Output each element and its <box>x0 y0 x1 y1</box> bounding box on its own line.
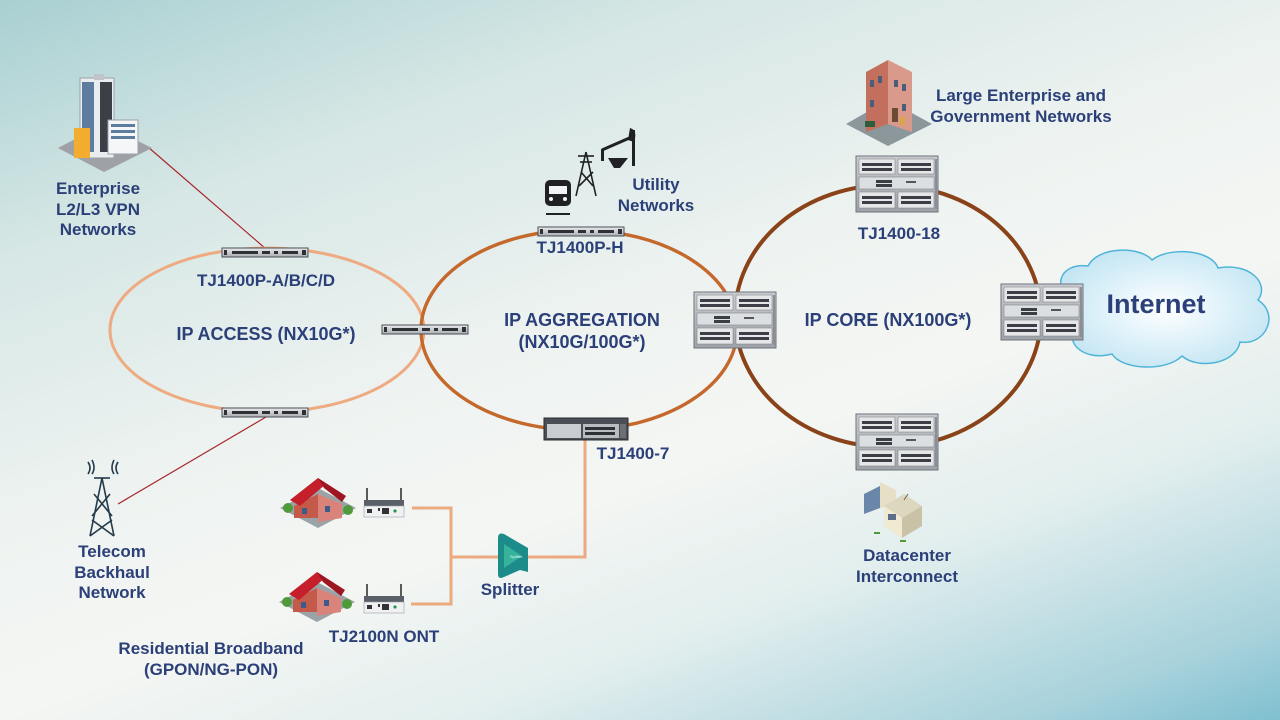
tj1400p-abcd-device-top[interactable] <box>221 247 309 258</box>
telecom-link <box>117 416 267 505</box>
tj1400p-access-device-right[interactable] <box>381 324 469 335</box>
aggregation-core-chassis[interactable] <box>693 291 777 349</box>
tj1400-18-device[interactable] <box>855 155 939 213</box>
internet-cloud <box>1060 249 1270 368</box>
residential-broadband-label: Residential Broadband (GPON/NG-PON) <box>118 639 304 679</box>
telecom-tower-icon <box>87 459 119 537</box>
tj1400p-h-label: TJ1400P-H <box>536 238 624 257</box>
transmission-tower-icon <box>575 151 597 197</box>
tj1400-7-label: TJ1400-7 <box>596 444 670 463</box>
internet-gateway-chassis[interactable] <box>1000 283 1084 341</box>
ont-device-top[interactable] <box>363 487 405 518</box>
datacenter-interconnect-label: Datacenter Interconnect <box>855 546 959 586</box>
oil-pumpjack-icon <box>601 128 636 168</box>
house-icon <box>279 572 355 622</box>
datacenter-icon <box>864 482 922 542</box>
enterprise-vpn-label: Enterprise L2/L3 VPN Networks <box>55 179 141 240</box>
splitter-label: Splitter <box>480 580 540 599</box>
internet-label: Internet <box>1106 289 1206 319</box>
enterprise-link <box>147 146 267 250</box>
train-icon <box>545 180 571 215</box>
splitter-badge: Splitter <box>510 554 523 559</box>
tj1400p-h-device[interactable] <box>537 226 625 237</box>
ip-access-label: IP ACCESS (NX10G*) <box>176 324 356 344</box>
tj1400p-abcd-label: TJ1400P-A/B/C/D <box>197 271 335 290</box>
tj1400p-access-device-bottom[interactable] <box>221 407 309 418</box>
utility-networks-label: Utility Networks <box>617 175 695 215</box>
enterprise-building-icon <box>58 74 152 172</box>
splitter-icon[interactable]: Splitter <box>498 533 528 579</box>
pon-fiber <box>411 438 587 606</box>
datacenter-chassis[interactable] <box>855 413 939 471</box>
large-enterprise-label: Large Enterprise and Government Networks <box>930 86 1112 126</box>
ip-core-label: IP CORE (NX100G*) <box>804 310 972 330</box>
ip-aggregation-label: IP AGGREGATION (NX10G/100G*) <box>504 310 660 352</box>
tj1400-7-device[interactable] <box>543 417 629 441</box>
tj1400-18-label: TJ1400-18 <box>857 224 941 243</box>
telecom-backhaul-label: Telecom Backhaul Network <box>74 542 150 603</box>
government-building-icon <box>846 60 932 146</box>
ont-device-bottom[interactable] <box>363 583 405 614</box>
house-icon <box>280 478 356 528</box>
tj2100n-ont-label: TJ2100N ONT <box>328 627 440 646</box>
